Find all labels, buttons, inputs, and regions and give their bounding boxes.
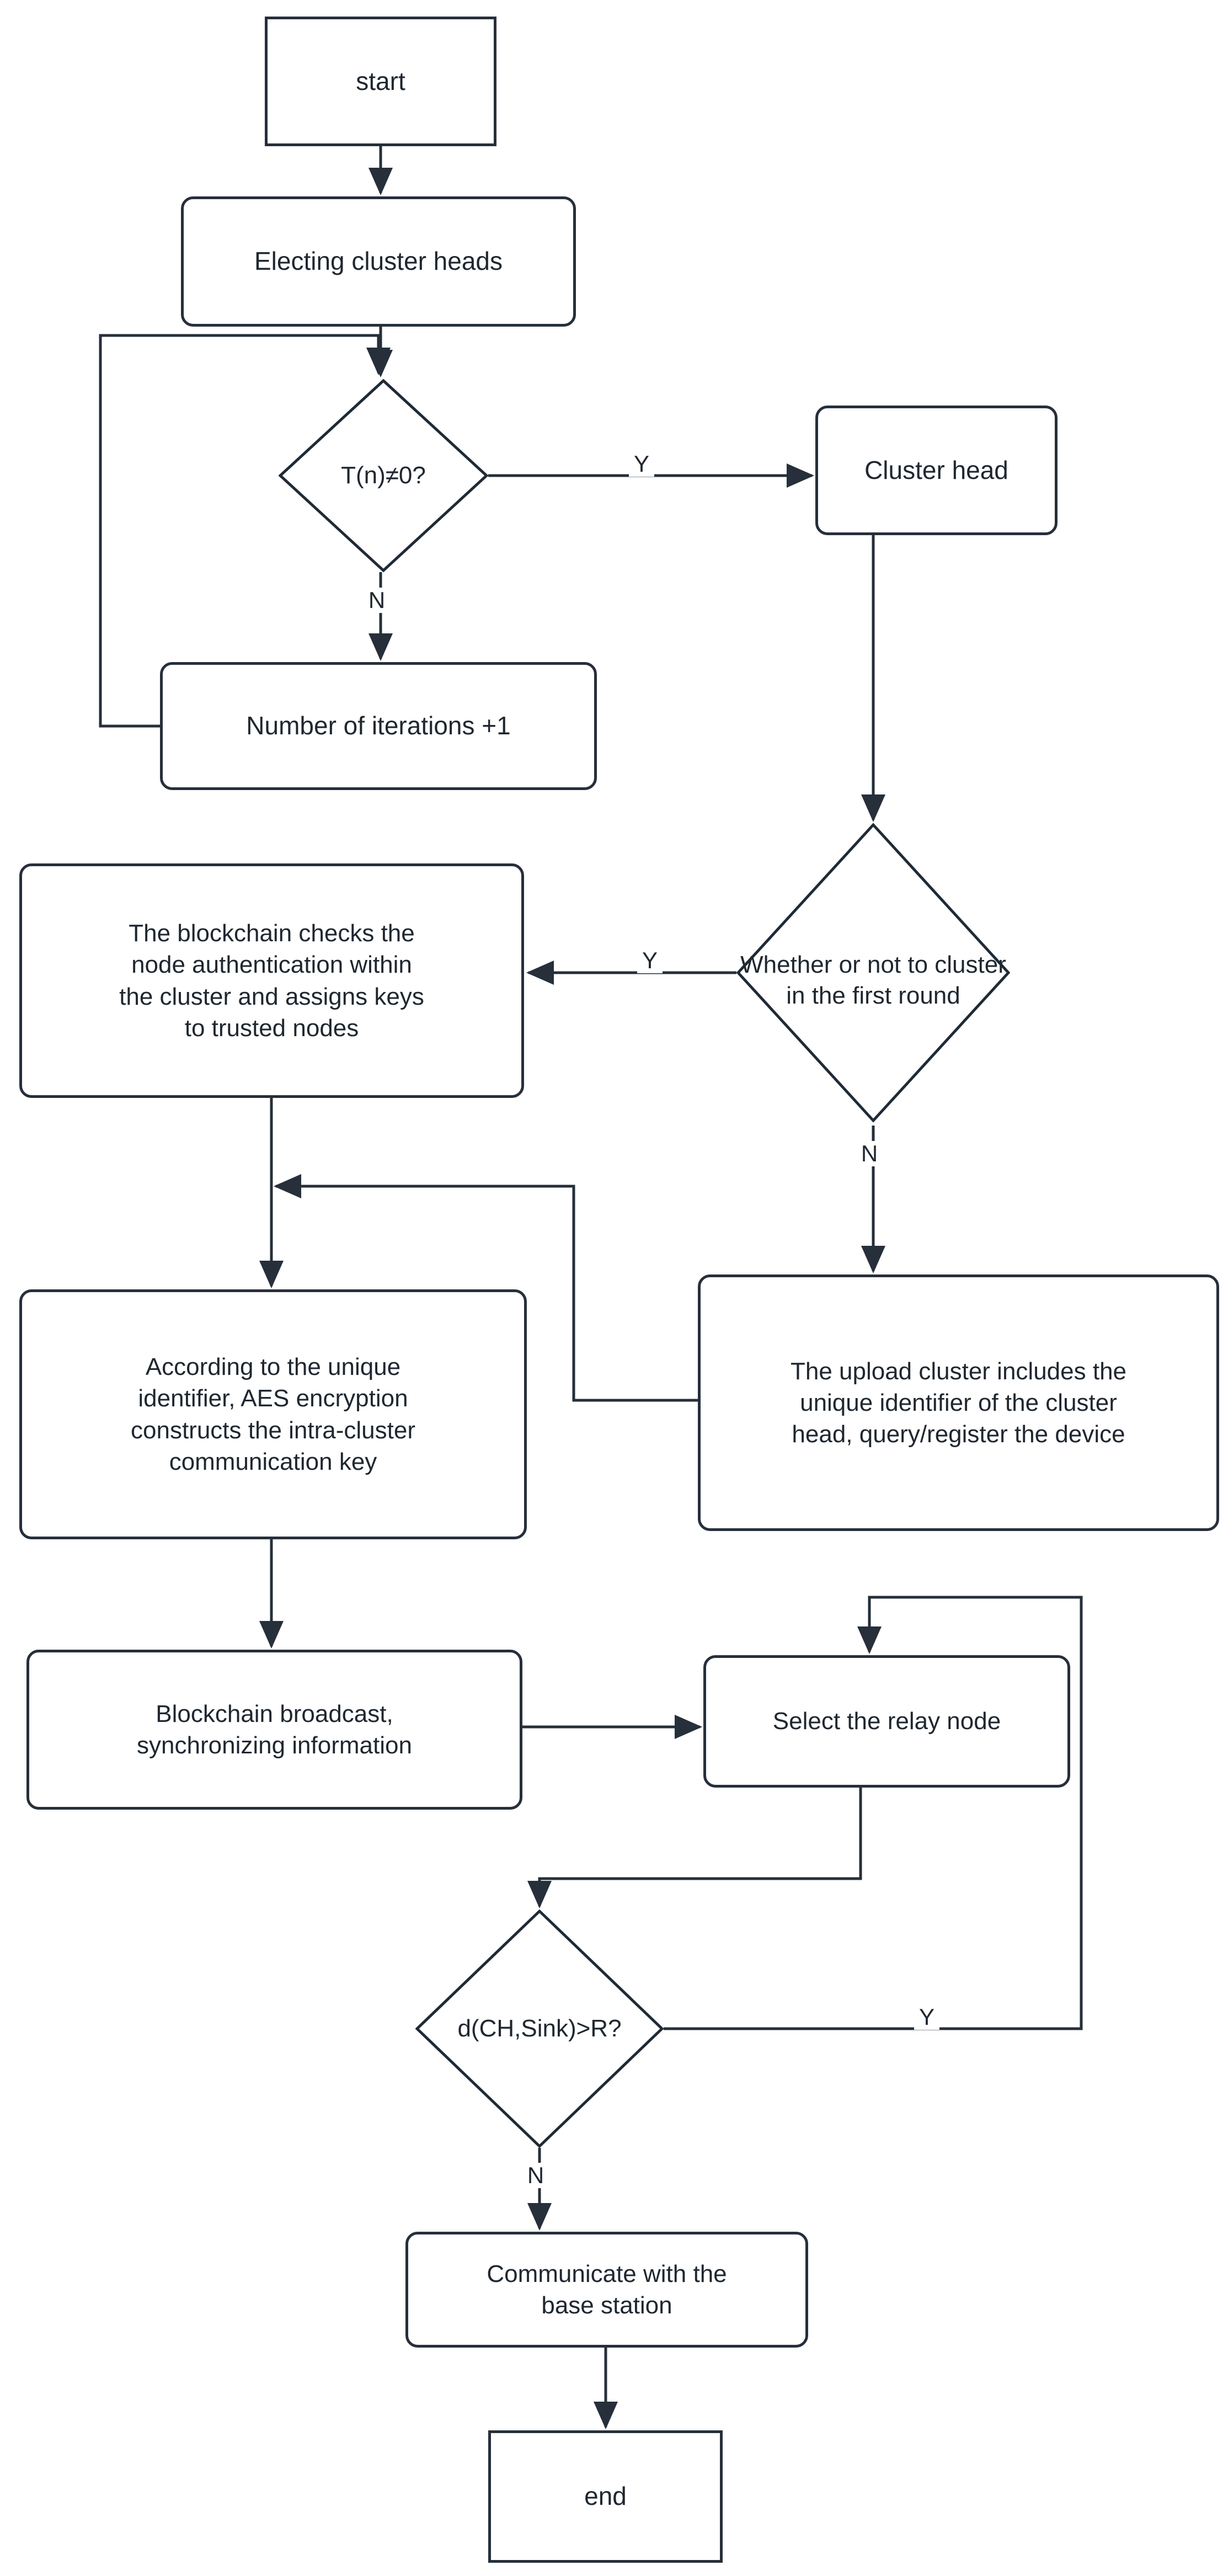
blockchain-broadcast-line-2: synchronizing information	[137, 1732, 412, 1759]
communicate-base-line-1: Communicate with the	[487, 2260, 727, 2287]
node-cluster-head[interactable]: Cluster head	[815, 406, 1058, 535]
edge-relay-to-distance	[527, 1788, 862, 1909]
node-blockchain-broadcast[interactable]: Blockchain broadcast, synchronizing info…	[26, 1650, 522, 1810]
node-distance-decision[interactable]: d(CH,Sink)>R?	[415, 1910, 664, 2148]
upload-cluster-line-2: unique identifier of the cluster	[800, 1389, 1117, 1416]
node-distance-decision-label: d(CH,Sink)>R?	[457, 2014, 622, 2042]
first-round-line-2: in the first round	[786, 982, 960, 1009]
upload-cluster-line-3: head, query/register the device	[792, 1421, 1125, 1448]
blockchain-checks-line-1: The blockchain checks the	[129, 920, 415, 947]
node-tn-decision[interactable]: T(n)≠0?	[279, 379, 488, 572]
node-select-relay[interactable]: Select the relay node	[703, 1655, 1070, 1788]
diamond-shape-distance	[415, 1910, 664, 2148]
node-communicate-base[interactable]: Communicate with the base station	[405, 2232, 808, 2348]
blockchain-checks-line-4: to trusted nodes	[184, 1014, 359, 1042]
node-select-relay-label: Select the relay node	[772, 1708, 1001, 1735]
node-cluster-head-label: Cluster head	[864, 455, 1008, 484]
edge-label-first-round-no: N	[857, 1141, 882, 1166]
node-iterations-label: Number of iterations +1	[246, 711, 511, 740]
aes-key-line-2: identifier, AES encryption	[138, 1385, 408, 1412]
node-electing-cluster-heads[interactable]: Electing cluster heads	[181, 196, 576, 327]
blockchain-broadcast-line-1: Blockchain broadcast,	[156, 1700, 393, 1727]
edge-label-tn-no: N	[364, 588, 389, 613]
node-aes-key[interactable]: According to the unique identifier, AES …	[19, 1289, 527, 1539]
edge-label-distance-yes: Y	[914, 2004, 939, 2030]
edge-label-tn-yes: Y	[629, 451, 654, 477]
aes-key-line-4: communication key	[169, 1448, 377, 1475]
edge-label-first-round-yes: Y	[637, 948, 663, 973]
first-round-line-1: Whether or not to cluster	[740, 951, 1006, 978]
node-first-round-decision-label: Whether or not to cluster in the first r…	[740, 950, 1006, 1012]
edge-label-distance-no: N	[523, 2163, 548, 2188]
node-start[interactable]: start	[265, 17, 496, 146]
node-tn-decision-label: T(n)≠0?	[341, 461, 426, 489]
node-electing-cluster-heads-label: Electing cluster heads	[254, 247, 503, 276]
blockchain-checks-line-2: node authentication within	[131, 951, 412, 979]
communicate-base-line-2: base station	[541, 2292, 672, 2319]
node-end-label: end	[584, 2482, 627, 2511]
node-first-round-decision[interactable]: Whether or not to cluster in the first r…	[736, 823, 1010, 1122]
aes-key-line-1: According to the unique	[145, 1353, 401, 1381]
node-start-label: start	[356, 66, 405, 95]
aes-key-line-3: constructs the intra-cluster	[131, 1416, 415, 1444]
node-upload-cluster[interactable]: The upload cluster includes the unique i…	[698, 1274, 1219, 1531]
blockchain-checks-line-3: the cluster and assigns keys	[119, 983, 424, 1010]
node-end[interactable]: end	[488, 2430, 723, 2563]
diamond-shape-tn	[279, 379, 488, 572]
upload-cluster-line-1: The upload cluster includes the	[790, 1357, 1127, 1385]
node-iterations[interactable]: Number of iterations +1	[160, 662, 597, 790]
node-blockchain-checks[interactable]: The blockchain checks the node authentic…	[19, 863, 524, 1098]
diamond-shape-first-round	[736, 823, 1010, 1122]
